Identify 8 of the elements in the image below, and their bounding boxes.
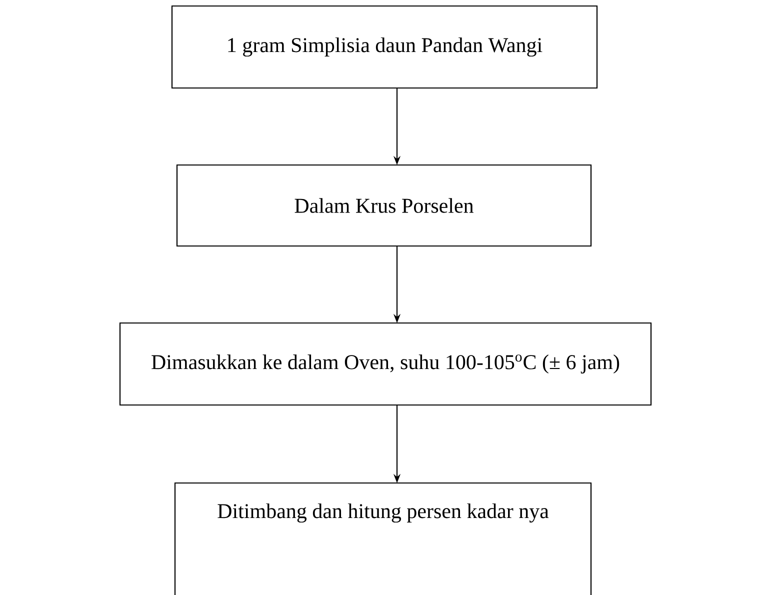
box-text: Dimasukkan ke dalam Oven, suhu 100-105$^{o}$C (± 6 jam) <box>152 354 620 374</box>
process-box <box>171 5 598 89</box>
box-text: 1 gram Simplisia daun Pandan Wangi <box>228 37 542 57</box>
box-text: Ditimbang dan hitung persen kadar nya <box>218 503 549 523</box>
box-text: Dalam Krus Porselen <box>294 198 474 213</box>
process-box <box>176 164 592 247</box>
process-box <box>119 322 652 406</box>
process-box <box>174 482 592 595</box>
